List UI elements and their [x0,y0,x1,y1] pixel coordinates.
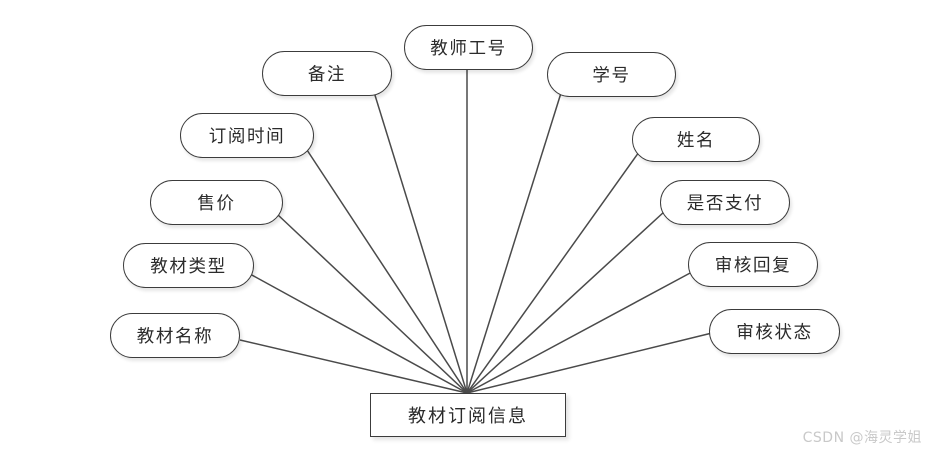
attribute-node[interactable]: 教材名称 [110,313,240,358]
watermark-label: CSDN @海灵学姐 [802,430,922,446]
connector-line [466,151,640,394]
attribute-node[interactable]: 教材类型 [123,243,254,288]
attribute-node[interactable]: 姓名 [632,117,760,162]
connector-line [239,339,468,394]
attribute-node[interactable]: 售价 [150,180,283,225]
entity-node[interactable]: 教材订阅信息 [370,393,566,437]
connector-line [373,91,468,394]
attribute-node[interactable]: 学号 [547,52,676,97]
attribute-node[interactable]: 审核状态 [709,309,840,354]
connector-line [466,210,666,394]
attribute-node[interactable]: 教师工号 [404,25,533,70]
connector-line [249,273,468,394]
connector-line [306,149,468,394]
connector-line [466,271,693,394]
connector-line [466,332,713,394]
connector-line [466,92,562,394]
attribute-node[interactable]: 备注 [262,51,392,96]
attribute-node[interactable]: 是否支付 [660,180,790,225]
attribute-node[interactable]: 审核回复 [688,242,818,287]
connector-line [276,213,468,394]
attribute-node[interactable]: 订阅时间 [180,113,314,158]
